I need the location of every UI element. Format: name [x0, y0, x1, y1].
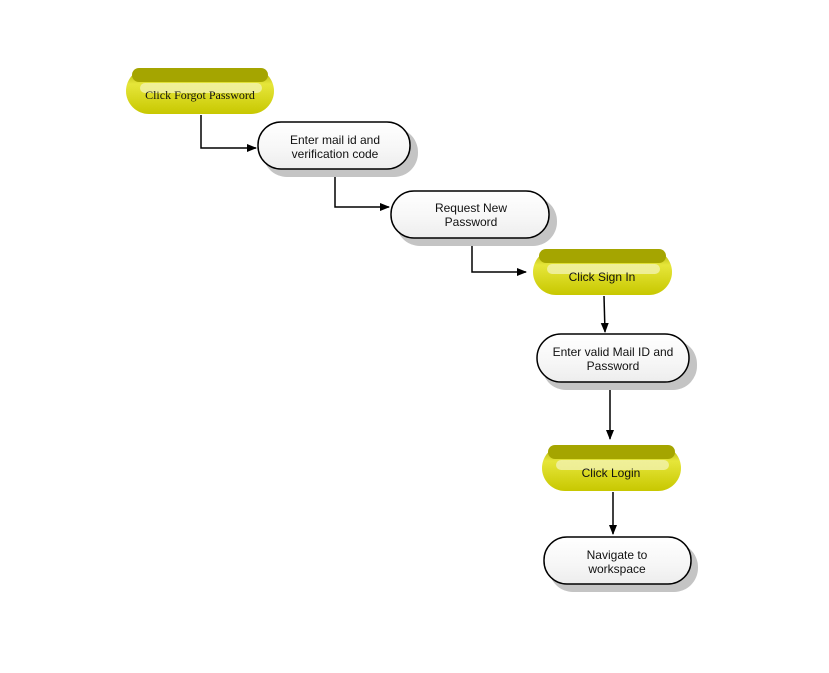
node-label-line2: verification code — [292, 147, 379, 161]
connector-enter-mail-to-request — [334, 171, 390, 211]
node-label-line2: workspace — [587, 562, 646, 576]
node-click-login: Click Login — [542, 445, 681, 491]
node-label-line1: Enter valid Mail ID and — [553, 345, 674, 359]
node-label: Click Login — [582, 466, 641, 480]
node-label: Click Sign In — [569, 270, 636, 284]
connector-request-to-signin — [471, 240, 527, 276]
node-click-forgot-password: Click Forgot Password — [126, 68, 274, 114]
node-label-line1: Enter mail id and — [290, 133, 380, 147]
connector-forgot-to-enter-mail — [200, 115, 257, 152]
node-label-line1: Request New — [435, 201, 507, 215]
node-label: Click Forgot Password — [145, 88, 255, 102]
node-enter-valid-mail-id: Enter valid Mail ID and Password — [536, 333, 697, 390]
node-click-sign-in: Click Sign In — [533, 249, 672, 295]
node-request-new-password: Request New Password — [390, 190, 557, 246]
connector-signin-to-enter-valid — [600, 295, 609, 333]
node-label-line1: Navigate to — [587, 548, 648, 562]
node-label-line2: Password — [587, 359, 640, 373]
node-label-line2: Password — [445, 215, 498, 229]
node-enter-mail-id: Enter mail id and verification code — [257, 121, 418, 177]
node-navigate-to-workspace: Navigate to workspace — [543, 536, 698, 592]
